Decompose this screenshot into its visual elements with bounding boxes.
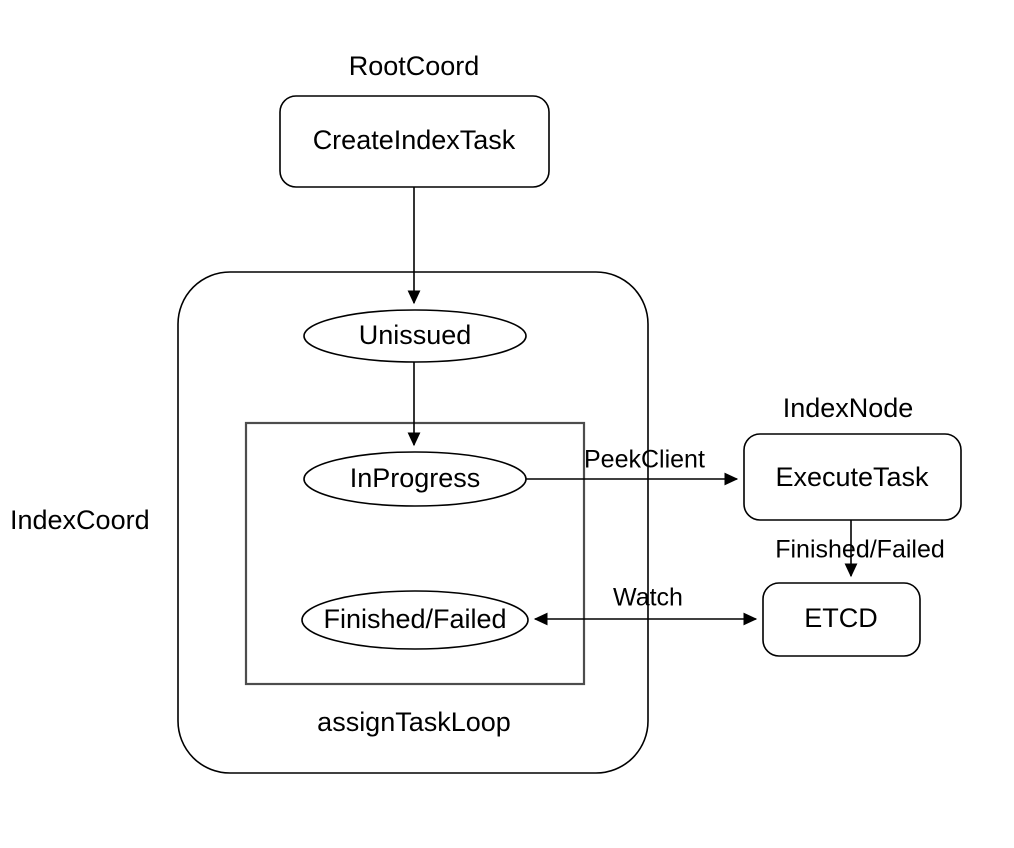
group-label-indexnode: IndexNode bbox=[783, 393, 914, 423]
node-finishedfailed[interactable]: Finished/Failed bbox=[301, 590, 529, 650]
edge-label-finished-failed: Finished/Failed bbox=[775, 536, 945, 564]
node-createindextask[interactable]: CreateIndexTask bbox=[279, 95, 550, 188]
node-executetask[interactable]: ExecuteTask bbox=[743, 433, 962, 521]
group-label-rootcoord: RootCoord bbox=[349, 51, 480, 81]
node-etcd[interactable]: ETCD bbox=[762, 582, 921, 657]
node-unissued-shape bbox=[303, 309, 527, 363]
group-label-assigntaskloop: assignTaskLoop bbox=[317, 707, 511, 737]
node-inprogress-label: InProgress bbox=[350, 463, 481, 493]
node-etcd-shape bbox=[762, 582, 921, 657]
node-etcd-label: ETCD bbox=[804, 603, 878, 633]
node-finishedfailed-shape bbox=[301, 590, 529, 650]
group-label-indexcoord: IndexCoord bbox=[10, 505, 150, 535]
group-container-indexcoord bbox=[177, 271, 649, 774]
node-inprogress[interactable]: InProgress bbox=[303, 451, 527, 507]
edge-label-peekclient: PeekClient bbox=[584, 446, 705, 474]
node-executetask-shape bbox=[743, 433, 962, 521]
node-createindextask-label: CreateIndexTask bbox=[313, 125, 516, 155]
group-container-assigntaskloop bbox=[244, 421, 586, 686]
node-createindextask-shape bbox=[279, 95, 550, 188]
node-unissued-label: Unissued bbox=[359, 320, 472, 350]
node-executetask-label: ExecuteTask bbox=[775, 462, 929, 492]
edge-label-watch: Watch bbox=[613, 584, 683, 612]
node-unissued[interactable]: Unissued bbox=[303, 309, 527, 363]
node-inprogress-shape bbox=[303, 451, 527, 507]
node-finishedfailed-label: Finished/Failed bbox=[323, 604, 506, 634]
